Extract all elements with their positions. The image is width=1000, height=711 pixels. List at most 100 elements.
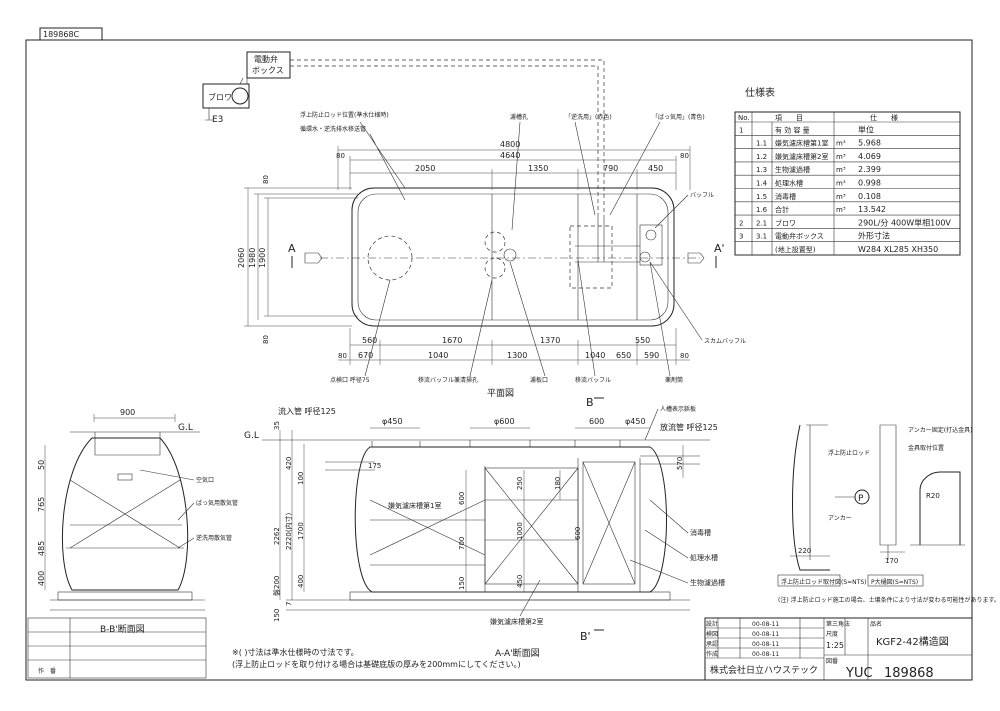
tb-role-1: 設計: [706, 620, 718, 628]
plan-dim-seg-3: 790: [603, 164, 618, 173]
section-a-label-treated: 処理水槽: [690, 553, 718, 562]
plan-dim-side-total: 2060: [237, 248, 246, 268]
section-a-title: A-A'断面図: [495, 647, 540, 659]
spec-row-value: 290L/分 400W単相100V: [858, 217, 951, 227]
section-a-inner-7: 150: [458, 577, 466, 590]
plan-dim-bottom2-6: 590: [644, 351, 659, 360]
detail-left-title: 浮上防止ロッド取付図(S=NTS): [781, 578, 866, 586]
blower-icon: [231, 87, 249, 105]
spec-row-item: (地上設置型): [775, 245, 816, 254]
section-a-inner-1: 175: [368, 462, 381, 470]
spec-row-sub: 1.1: [756, 140, 767, 148]
corner-code: 189868C: [43, 30, 80, 39]
spec-row-item: 処理水槽: [775, 179, 803, 188]
tb-product-label: 品名: [870, 620, 882, 628]
detail-left-label-anchor: アンカー: [828, 515, 852, 522]
plan-dim-bottom-4: 550: [635, 336, 650, 345]
section-a-inner-9: 600: [574, 527, 582, 540]
section-a-opening-4: φ450: [625, 417, 646, 426]
section-a-inner-5: 250: [516, 477, 524, 490]
section-a-ch1-label: 嫌気濾床槽第1室: [388, 501, 441, 510]
plan-label-flow-baffle: 移流バッフル: [575, 376, 611, 384]
plan-dim-side-outer: 1980: [248, 248, 257, 268]
section-a-inner-4: 1000: [516, 522, 524, 540]
spec-row-value: 13.542: [858, 205, 886, 214]
section-a-opening-2: φ600: [494, 417, 515, 426]
plan-label-transfer-baffle: 移流バッフル兼清掃孔: [418, 376, 478, 384]
spec-row-value: 2.399: [858, 165, 881, 174]
section-b-label-air: 空気口: [196, 476, 214, 484]
section-a-inner-2: 600: [458, 492, 466, 505]
spec-row-unit: m³: [836, 140, 846, 148]
plan-dim-left-margin: 80: [336, 152, 345, 160]
spec-row-value: 0.998: [858, 179, 881, 188]
note-line-1: ※( )寸法は準水仕様時の寸法です。: [232, 647, 359, 657]
spec-row-no: 3: [739, 233, 743, 241]
plan-label-baffle: バッフル: [690, 192, 714, 199]
plan-dim-seg-4: 450: [648, 164, 663, 173]
section-a-inner-8: 180: [554, 477, 562, 490]
tb-sheet-label: 図番: [826, 658, 838, 665]
spec-row-value: 4.069: [858, 152, 881, 161]
ground-label-section: G.L: [244, 431, 259, 441]
spec-row-item: 合計: [775, 205, 789, 214]
sheet-border: [25, 39, 973, 681]
tb-drawing-no-prefix: YUC: [845, 666, 873, 681]
tb-scale-label: 尺度: [826, 630, 838, 638]
section-a-inner-3: 700: [458, 537, 466, 550]
plan-label-aeration: 「ばっ気用」(青色): [652, 113, 705, 121]
section-a-dim-7: 400: [297, 575, 305, 588]
section-b-bottom: B': [580, 630, 591, 643]
section-b-top: B: [586, 396, 594, 409]
plan-label-scum-baffle: スカムバッフル: [704, 338, 746, 345]
section-a-left: A: [288, 242, 296, 255]
control-equipment: 電動弁 ボックス ブロワ E3: [202, 51, 605, 215]
spec-row-item: 消毒槽: [775, 192, 796, 201]
section-a-view: G.L 流入管 呼径125 放流管 呼径125 人槽表示鋲板 φ450 φ600…: [244, 405, 725, 659]
detail-note: (注) 浮上防止ロッド施工の場合、土壌条件により寸法が変わる可能性があります。: [778, 596, 1000, 604]
tb-role-4: 作成: [706, 650, 718, 658]
spec-row-sub: 1.5: [756, 193, 767, 201]
section-b-view: G.L 900 50 765 485 400 空気口 ばっ気用散気管 逆洗用散気…: [37, 408, 238, 635]
section-a-dim-9: 7: [285, 602, 293, 606]
section-a-manhole-label: 人槽表示鋲板: [660, 405, 696, 413]
section-a-dim-3: 100: [297, 472, 305, 485]
plan-dim-bottom2-5: 650: [616, 351, 631, 360]
motor-valve-box-line1: 電動弁: [254, 54, 278, 64]
spec-row-sub: 1.3: [756, 166, 767, 174]
spec-row-item: 嫌気濾床槽第1室: [775, 139, 828, 148]
plan-label-inspection: 点検口 呼径75: [330, 376, 370, 384]
section-a-dim-6: 2262: [273, 527, 281, 545]
plan-dim-total: 4800: [500, 140, 520, 149]
detail-marker-label: P: [858, 494, 864, 504]
section-b-dim-4: 400: [37, 571, 46, 586]
section-a-dim-10: 150: [273, 609, 281, 622]
tb-drawing-title: KGF2-42構造図: [876, 635, 949, 648]
tb-projection: 第三角法: [826, 620, 850, 628]
spec-row-item: 電動弁ボックス: [775, 232, 824, 241]
earth-icon: [205, 108, 213, 121]
tb-date-1: 00-08-11: [752, 621, 779, 628]
plan-dim-bottom-margin-l: 80: [338, 352, 347, 360]
spec-row-sub: 3.1: [756, 233, 767, 241]
plan-dim-right-margin: 80: [680, 152, 689, 160]
tb-role-2: 検図: [706, 630, 718, 638]
spec-row-sub: 1.4: [756, 180, 768, 188]
blower-box: [202, 83, 250, 109]
plan-dim-bottom-2: 1670: [442, 336, 462, 345]
spec-row-no: 1: [739, 126, 743, 134]
spec-row-no: 2: [739, 219, 743, 227]
section-a-inner-6: 450: [516, 575, 524, 588]
section-a-opening-1: φ450: [382, 417, 403, 426]
plan-dim-bottom2-4: 1040: [585, 351, 605, 360]
tb-company: 株式会社日立ハウステック: [710, 664, 818, 676]
tb-approval-label: 作 番: [38, 667, 56, 675]
tb-scale: 1:25: [826, 641, 844, 650]
spec-row-sub: 1.2: [756, 153, 767, 161]
plan-dim-bottom-margin-r: 80: [680, 352, 689, 360]
plan-dim-inner: 4640: [500, 151, 520, 160]
spec-row-item: ブロワ: [775, 218, 796, 227]
